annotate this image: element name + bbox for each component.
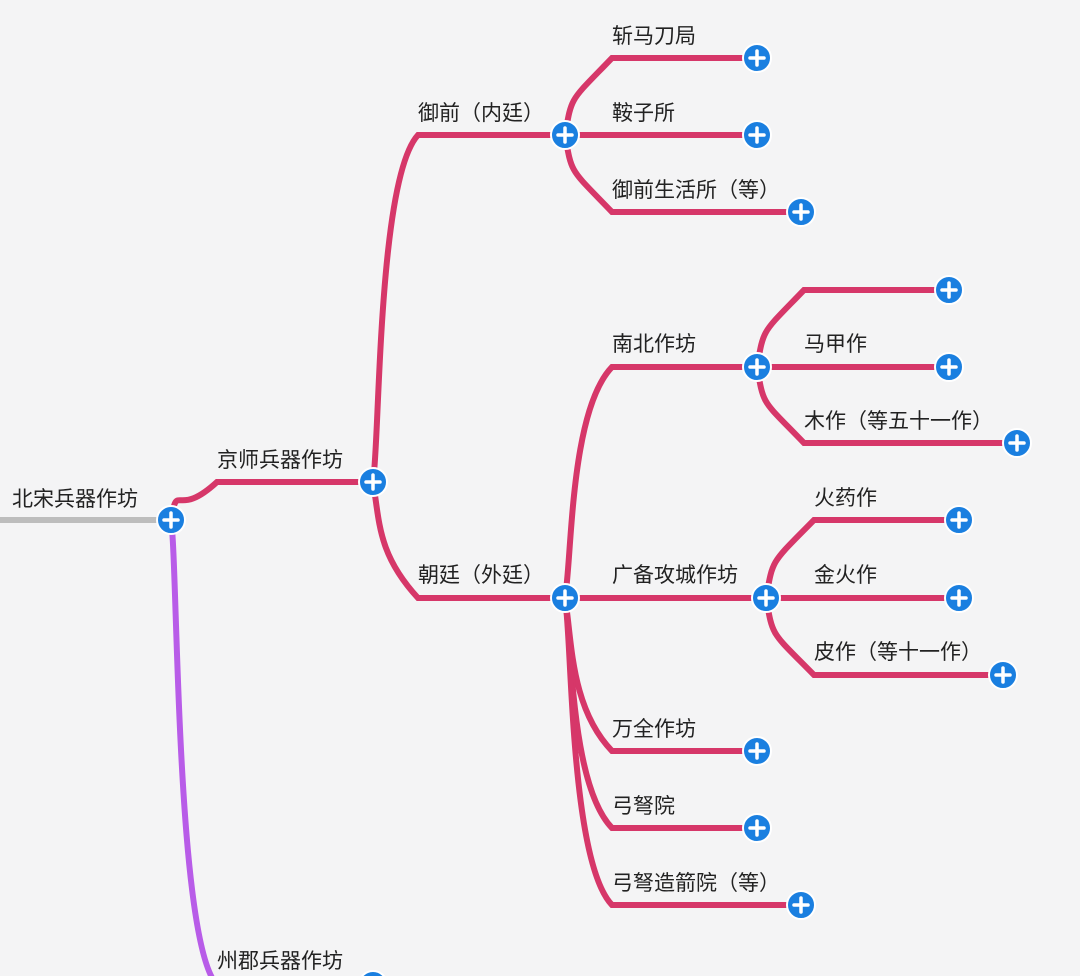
node-label-chaoting: 朝廷（外廷） (418, 563, 544, 587)
expand-plus-icon (748, 742, 766, 760)
expand-button-jingshi[interactable] (358, 467, 388, 497)
node-label-muzuo: 木作（等五十一作） (804, 409, 993, 433)
node-label-jinhuo: 金火作 (814, 563, 877, 587)
expand-plus-icon (748, 49, 766, 67)
expand-plus-icon (556, 589, 574, 607)
node-label-guangbei: 广备攻城作坊 (612, 563, 738, 587)
branch-zhoujun (168, 517, 215, 976)
expand-plus-icon (757, 589, 775, 607)
expand-plus-icon (364, 473, 382, 491)
expand-button-zhanmadao[interactable] (742, 43, 772, 73)
expand-button-nanbei[interactable] (742, 352, 772, 382)
node-label-zhanmadao: 斩马刀局 (612, 24, 696, 48)
expand-button-root[interactable] (156, 505, 186, 535)
node-label-gongnu: 弓弩院 (612, 794, 675, 818)
node-label-wanquan: 万全作坊 (612, 717, 696, 741)
node-label-pizuo: 皮作（等十一作） (814, 640, 982, 664)
expand-button-nbblank[interactable] (934, 275, 964, 305)
node-label-majia: 马甲作 (804, 332, 867, 356)
expand-button-majia[interactable] (934, 352, 964, 382)
expand-button-gongnu[interactable] (742, 813, 772, 843)
expand-button-wanquan[interactable] (742, 736, 772, 766)
expand-button-circle (361, 970, 385, 976)
node-label-zhoujun: 州郡兵器作坊 (217, 949, 343, 973)
expand-button-muzuo[interactable] (1002, 428, 1032, 458)
expand-plus-icon (556, 126, 574, 144)
expand-button-anzi[interactable] (742, 120, 772, 150)
branch-nanbei (562, 364, 760, 601)
node-label-gnzj: 弓弩造箭院（等） (612, 871, 780, 895)
expand-plus-icon (748, 819, 766, 837)
node-label-yqsh: 御前生活所（等） (612, 178, 780, 202)
branch-yuqian (370, 132, 568, 485)
expand-button-gnzj[interactable] (786, 890, 816, 920)
expand-plus-icon (950, 589, 968, 607)
node-label-jingshi: 京师兵器作坊 (217, 448, 343, 472)
branch-gnzj (562, 595, 804, 908)
expand-button-chaoting[interactable] (550, 583, 580, 613)
expand-buttons (156, 43, 1032, 976)
expand-button-jinhuo[interactable] (944, 583, 974, 613)
node-label-root: 北宋兵器作坊 (12, 487, 138, 511)
branch-lines (0, 55, 1020, 976)
expand-button-huoyao[interactable] (944, 505, 974, 535)
expand-plus-icon (1008, 434, 1026, 452)
expand-plus-icon (792, 896, 810, 914)
expand-plus-icon (162, 511, 180, 529)
expand-plus-icon (994, 666, 1012, 684)
node-label-yuqian: 御前（内廷） (418, 101, 544, 125)
expand-plus-icon (792, 203, 810, 221)
expand-plus-icon (748, 358, 766, 376)
node-label-nanbei: 南北作坊 (612, 332, 696, 356)
node-label-huoyao: 火药作 (814, 486, 877, 510)
branch-jingshi (168, 479, 376, 523)
node-label-anzi: 鞍子所 (612, 101, 675, 125)
expand-button-yqsh[interactable] (786, 197, 816, 227)
expand-button-guangbei[interactable] (751, 583, 781, 613)
expand-plus-icon (940, 358, 958, 376)
expand-plus-icon (748, 126, 766, 144)
expand-plus-icon (940, 281, 958, 299)
expand-plus-icon (950, 511, 968, 529)
expand-button-zhoujun[interactable] (359, 970, 387, 976)
expand-button-pizuo[interactable] (988, 660, 1018, 690)
expand-button-yuqian[interactable] (550, 120, 580, 150)
